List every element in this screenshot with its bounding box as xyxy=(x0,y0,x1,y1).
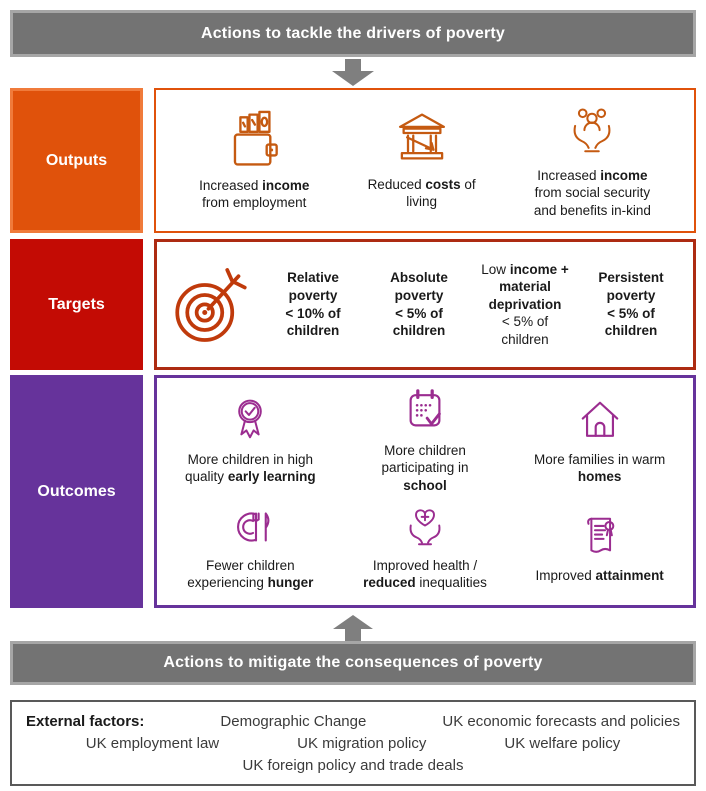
external-factor: Demographic Change xyxy=(220,713,367,730)
outcomes-row: Outcomes More children in high quality e… xyxy=(10,375,696,608)
up-arrow-wrap xyxy=(10,614,696,641)
outcome-attainment: Improved attainment xyxy=(536,511,664,584)
output-caption: Reduced costs of living xyxy=(367,176,476,209)
bank-icon xyxy=(398,113,445,160)
outcome-early-learning: More children in high quality early lear… xyxy=(185,395,316,486)
target-relative-poverty: Relative poverty < 10% of children xyxy=(285,270,341,339)
top-banner-text: Actions to tackle the drivers of poverty xyxy=(200,24,506,42)
target-persistent-poverty: Persistent poverty < 5% of children xyxy=(598,270,664,339)
outcome-hunger: Fewer children experiencing hunger xyxy=(187,503,313,592)
house-icon xyxy=(581,401,618,437)
outcome-warm-homes: More families in warm homes xyxy=(534,395,665,486)
output-caption: Increased income from employment xyxy=(199,177,310,210)
external-factors-line-3: UK foreign policy and trade deals xyxy=(26,755,680,777)
down-arrow-wrap xyxy=(10,57,696,88)
external-factors-heading: External factors: xyxy=(26,713,145,730)
calendar-check-icon xyxy=(409,389,441,427)
giving-hands-icon xyxy=(573,108,611,153)
outcome-caption: More families in warm homes xyxy=(534,451,666,484)
outcome-health-inequalities: Improved health / reduced inequalities xyxy=(363,503,487,592)
target-low-income-deprivation: Low income + material deprivation < 5% o… xyxy=(481,261,569,347)
outputs-row: Outputs Increased income from employment xyxy=(10,88,696,233)
outcome-school-participation: More children participating in school xyxy=(381,386,469,494)
outcome-caption: Improved health / reduced inequalities xyxy=(363,558,487,591)
external-factors-line-1: External factors: Demographic Change UK … xyxy=(26,711,680,733)
target-absolute-poverty: Absolute poverty < 5% of children xyxy=(390,270,448,339)
target-icon xyxy=(175,267,247,342)
targets-icon-wrap xyxy=(163,265,259,345)
output-item-social-security-income: Increased income from social security an… xyxy=(534,102,651,219)
outcome-caption: Fewer children experiencing hunger xyxy=(187,558,314,591)
targets-label: Targets xyxy=(10,239,143,370)
down-arrow-icon xyxy=(332,59,374,86)
targets-row: Targets Relative poverty < 10% of childr… xyxy=(10,239,696,370)
external-factors-box: External factors: Demographic Change UK … xyxy=(10,700,696,787)
outcome-caption: More children in high quality early lear… xyxy=(185,451,316,484)
meal-plate-icon xyxy=(237,512,270,542)
external-factor: UK economic forecasts and policies xyxy=(442,713,680,730)
wallet-icon xyxy=(234,110,279,166)
targets-content: Relative poverty < 10% of children Absol… xyxy=(154,239,696,370)
bottom-banner: Actions to mitigate the consequences of … xyxy=(10,641,696,685)
external-factor: UK foreign policy and trade deals xyxy=(242,756,464,774)
external-factors-line-2: UK employment law UK migration policy UK… xyxy=(26,733,680,755)
up-arrow-icon xyxy=(333,615,373,641)
external-factor: UK migration policy xyxy=(297,734,427,752)
health-hands-icon xyxy=(409,509,441,546)
external-factor: UK employment law xyxy=(85,734,220,752)
bottom-banner-text: Actions to mitigate the consequences of … xyxy=(163,654,543,671)
external-factor: UK welfare policy xyxy=(504,734,621,752)
certificate-icon xyxy=(586,517,614,553)
outcome-caption: Improved attainment xyxy=(535,567,664,583)
output-item-costs-of-living: Reduced costs of living xyxy=(368,111,476,211)
output-item-employment-income: Increased income from employment xyxy=(199,110,309,212)
outputs-content: Increased income from employment Reduced… xyxy=(154,88,696,233)
output-caption: Increased income from social security an… xyxy=(533,168,651,218)
outcomes-content: More children in high quality early lear… xyxy=(154,375,696,608)
outcome-caption: More children participating in school xyxy=(381,443,469,493)
outcomes-label: Outcomes xyxy=(10,375,143,608)
top-banner: Actions to tackle the drivers of poverty xyxy=(10,10,696,57)
outputs-label: Outputs xyxy=(10,88,143,233)
rosette-award-icon xyxy=(238,399,263,438)
